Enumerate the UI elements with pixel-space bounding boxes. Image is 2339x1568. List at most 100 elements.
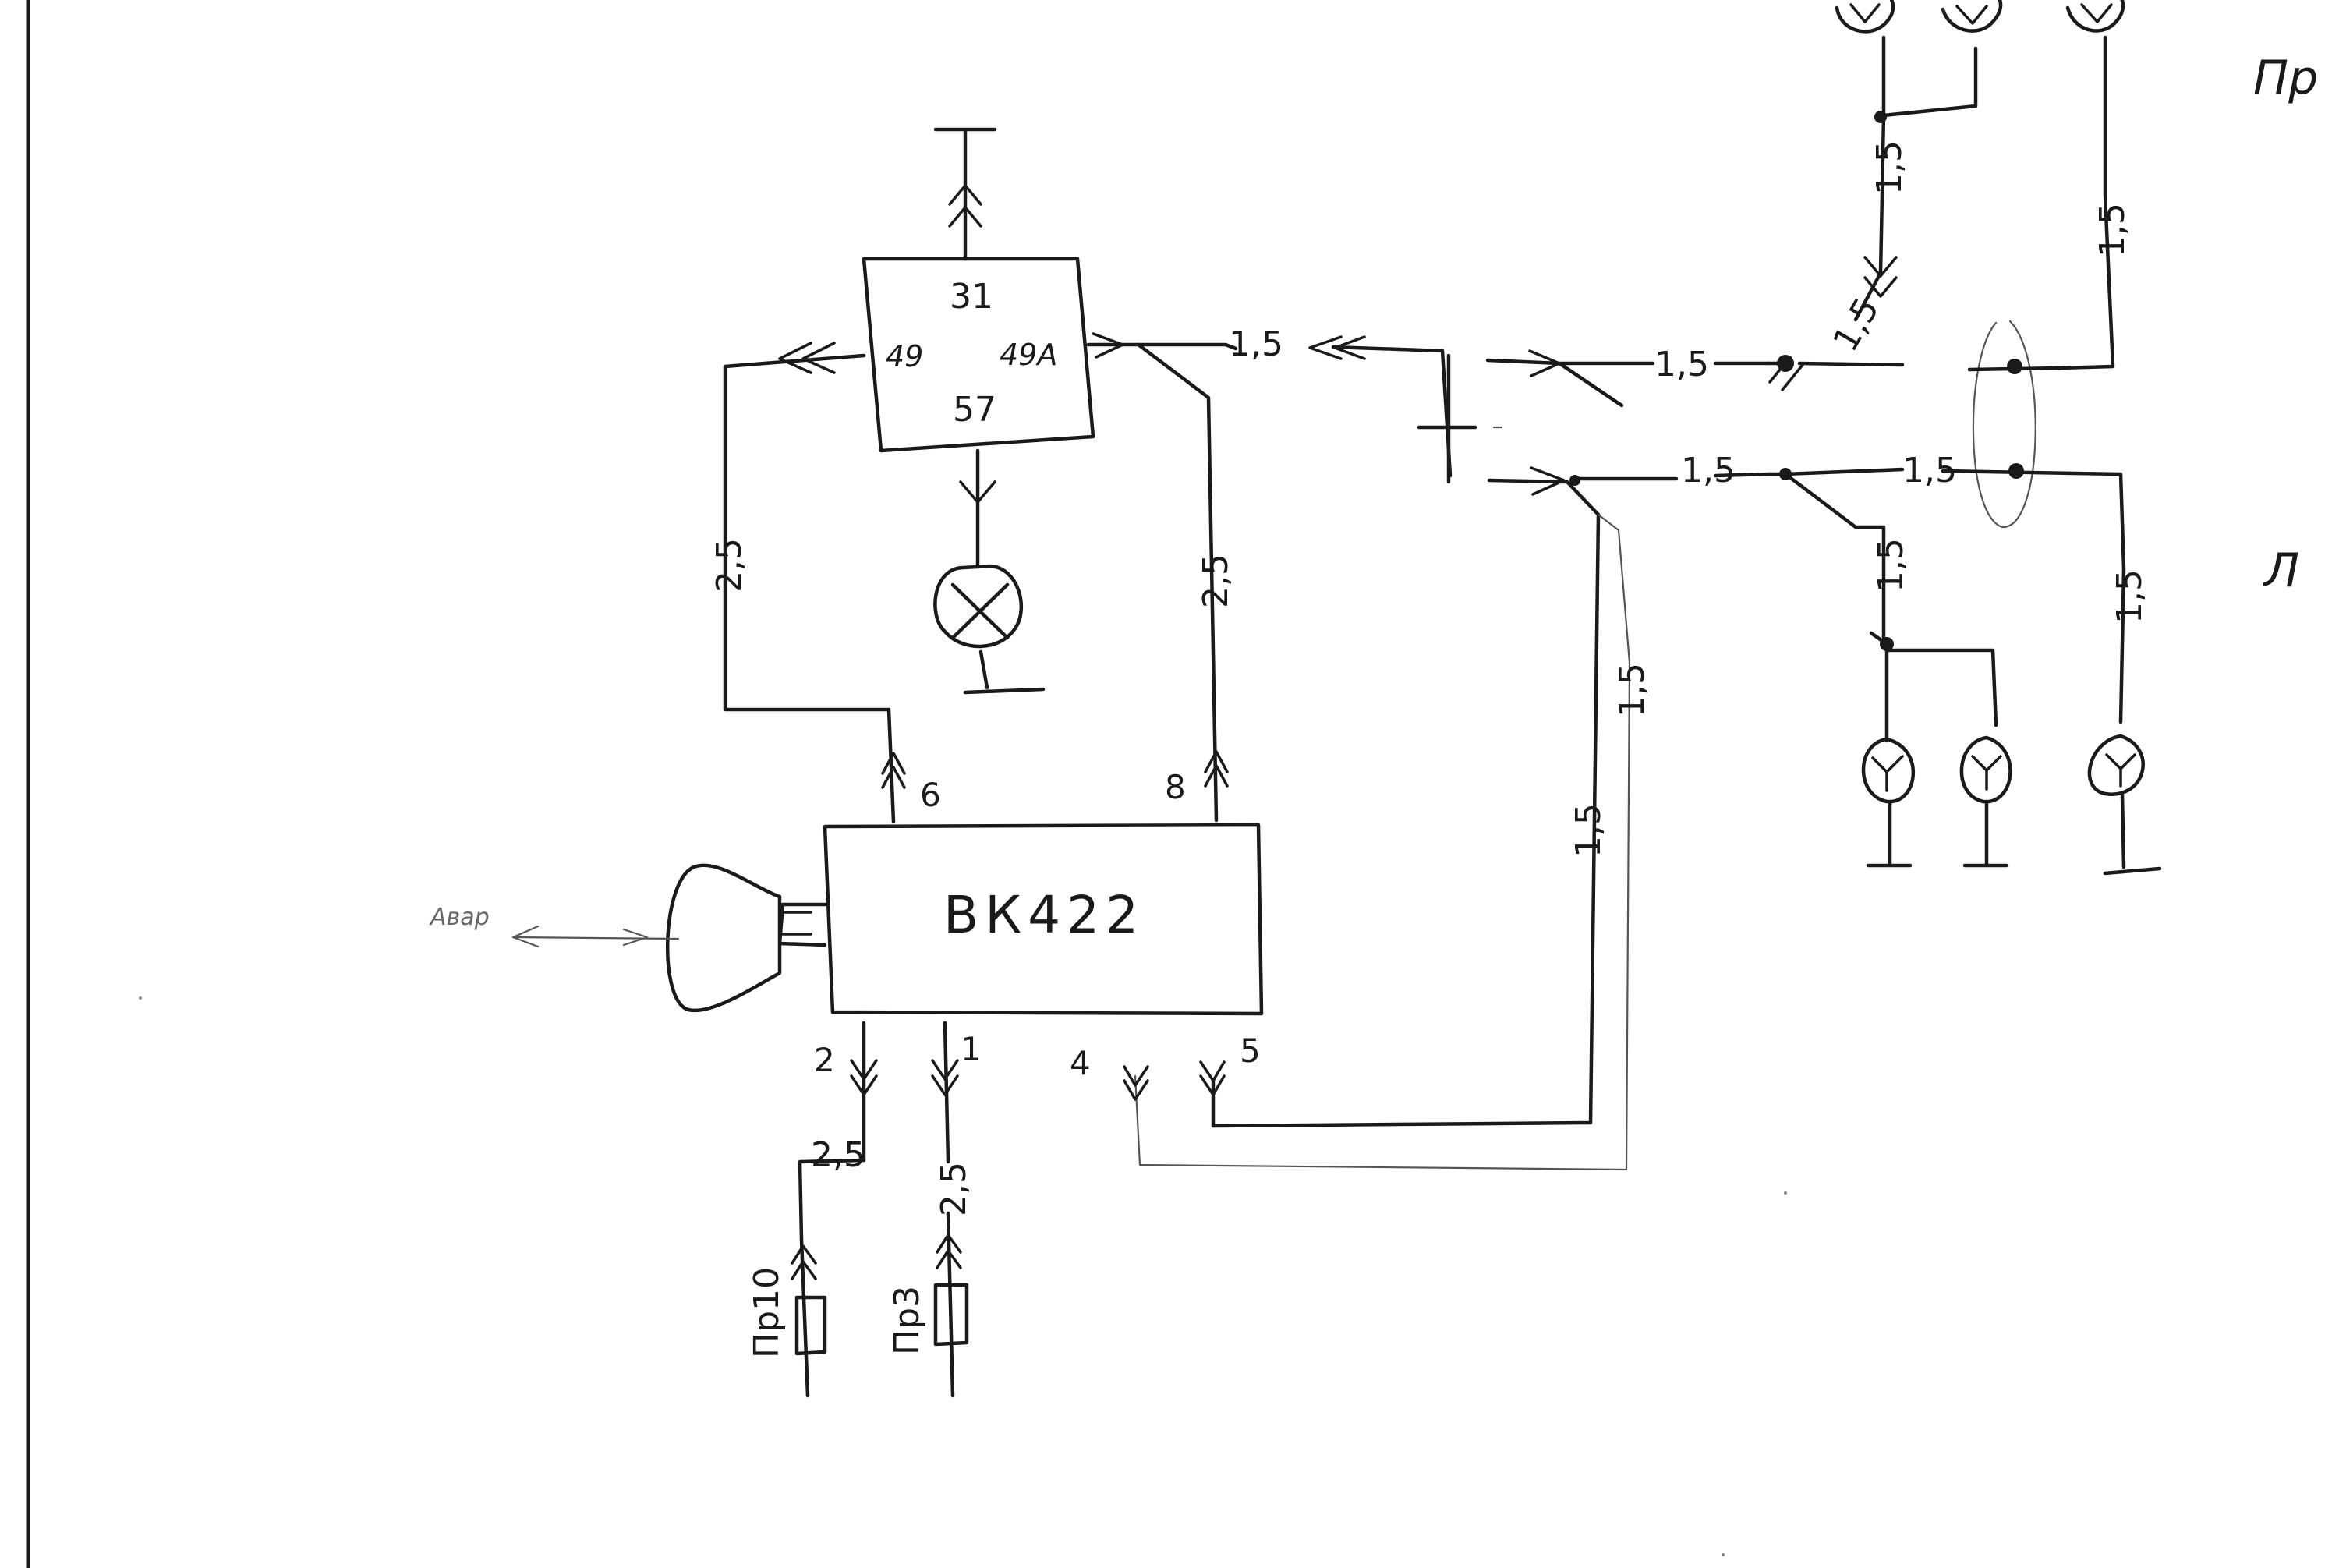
wire-right-upper [1485, 358, 1771, 408]
lamp-rl-ground-1 [1866, 799, 1913, 868]
arrow-49a-b [1308, 335, 1366, 360]
switch-lever-line [513, 936, 680, 940]
wire-rl-lamps [1869, 631, 1998, 743]
connector-bracket [1972, 320, 2036, 529]
size-relay-left: 2,5 [709, 538, 749, 593]
fuse-left-arrow [791, 1244, 817, 1280]
size-49a-out: 1,5 [1229, 324, 1283, 364]
switch-knob [665, 863, 827, 1013]
wire-relay-49a [1086, 342, 1219, 823]
arrow-relay-49 [778, 342, 836, 374]
relay-block: 31 49 49A 57 [862, 127, 1095, 695]
wire-rl-down [1783, 472, 1886, 646]
arrow-right-lower [1530, 466, 1566, 496]
fuse-right-wire [946, 1211, 955, 1398]
lamp-rl-ground-3 [2103, 793, 2162, 876]
lamp-fr-1-x [1849, 3, 1881, 23]
lamp-fr-3-x [2080, 3, 2113, 23]
wire-fr-down [1853, 113, 1886, 322]
arrow-right-upper [1528, 349, 1561, 377]
arrow-49a-a [1092, 332, 1124, 359]
relay-pin-49: 49 [886, 339, 923, 373]
arrow-pin-4 [1123, 1065, 1149, 1101]
switch-pin-8: 8 [1165, 768, 1186, 806]
switch-knob-shaft [781, 911, 812, 936]
turn-switch-cross [1417, 353, 1477, 484]
size-fr-lamp: 1,5 [1870, 140, 1909, 195]
size-rl-lamp: 1,5 [1871, 538, 1911, 593]
size-relay-right: 2,5 [1196, 554, 1236, 608]
wire-relay-49 [723, 353, 896, 824]
node-mid-upper [2007, 359, 2022, 374]
fuse-right-label: Пр3 [887, 1286, 927, 1355]
relay-lamp-cross [950, 582, 1010, 640]
arrow-pin-1 [931, 1059, 959, 1096]
relay-lamp-ground [963, 649, 1046, 695]
size-right-lower: 1,5 [1681, 451, 1736, 490]
wire-return-4-extra [1134, 513, 1631, 1171]
wire-right-lower [1487, 472, 1772, 517]
fuse-right: Пр3 [887, 1211, 969, 1398]
relay-pin-31: 31 [950, 277, 993, 317]
wire-pin-2 [798, 1021, 866, 1242]
switch-pin-6: 6 [920, 776, 941, 814]
relay-lamp [933, 564, 1023, 649]
fuse-left-body [794, 1295, 827, 1356]
side-label-left: Л [2263, 543, 2299, 598]
wire-49a-bus [1136, 342, 1453, 478]
lamp-fr-2 [1941, 0, 2003, 33]
arrow-pin-5 [1199, 1060, 1226, 1096]
node-fr-top [1874, 111, 1887, 123]
lamp-rl-1-x [1871, 755, 1904, 792]
size-pin-2: 2,5 [811, 1135, 865, 1175]
hazard-switch: ВК422 Авар 6 8 2 1 4 5 2,5 2,5 [429, 750, 1264, 1242]
switch-box [823, 823, 1264, 1016]
relay-lamp-arrow [959, 480, 996, 504]
fuse-left-label: Пр10 [747, 1267, 787, 1358]
node-right-lower [1569, 475, 1580, 486]
switch-pin-5: 5 [1240, 1032, 1261, 1070]
arrow-fr-junction [1768, 356, 1804, 391]
size-right-upper: 1,5 [1654, 345, 1709, 384]
arrow-pin-8 [1204, 750, 1229, 788]
wire-rl-tall [2118, 567, 2126, 724]
size-pin-1: 2,5 [934, 1162, 974, 1216]
wire-fr-lamps [1881, 35, 1978, 118]
wire-mid-upper [1967, 366, 2061, 372]
wire-return-4 [1211, 512, 1601, 1128]
relay-ground-top [933, 127, 997, 261]
size-fr-tall: 1,5 [2093, 203, 2132, 257]
wire-fr-tall [2056, 35, 2115, 370]
lamp-fr-3 [2065, 0, 2125, 33]
arrow-pin-6 [881, 752, 906, 789]
switch-label: ВК422 [943, 885, 1145, 945]
size-return-1: 1,5 [1569, 803, 1608, 858]
rear-left-lamps: 1,5 1,5 [1783, 472, 2162, 876]
switch-pin-2: 2 [814, 1041, 835, 1079]
lamp-rl-3-x [2105, 753, 2136, 788]
switch-lever-label: Авар [429, 904, 490, 931]
size-fr-diag: 1,5 [1825, 291, 1887, 358]
lamp-rl-ground-2 [1962, 799, 2009, 868]
relay-ground-arrow [948, 184, 982, 228]
fuse-left: Пр10 [747, 1237, 827, 1398]
arrow-fr-down [1863, 256, 1898, 298]
lamp-fr-1 [1835, 0, 1895, 34]
size-return-2: 1,5 [1612, 663, 1652, 717]
fuse-right-arrow [936, 1234, 962, 1269]
lamp-rl-3 [2087, 734, 2145, 796]
side-label-right: Пр [2253, 51, 2318, 105]
arrow-pin-2 [850, 1059, 878, 1096]
size-mid-link: 1,5 [1902, 451, 1957, 490]
lamp-rl-1 [1861, 737, 1916, 804]
relay-pin-57: 57 [953, 390, 996, 430]
switch-pin-1: 1 [961, 1030, 982, 1068]
fuse-right-body [933, 1283, 969, 1347]
relay-box [862, 257, 1095, 453]
lamp-fr-2-x [1955, 5, 1988, 25]
lamp-rl-2-x [1971, 755, 2002, 791]
fuse-left-wire [799, 1237, 810, 1398]
lamp-rl-2 [1959, 735, 2012, 804]
relay-pin-49a: 49A [1000, 338, 1057, 372]
